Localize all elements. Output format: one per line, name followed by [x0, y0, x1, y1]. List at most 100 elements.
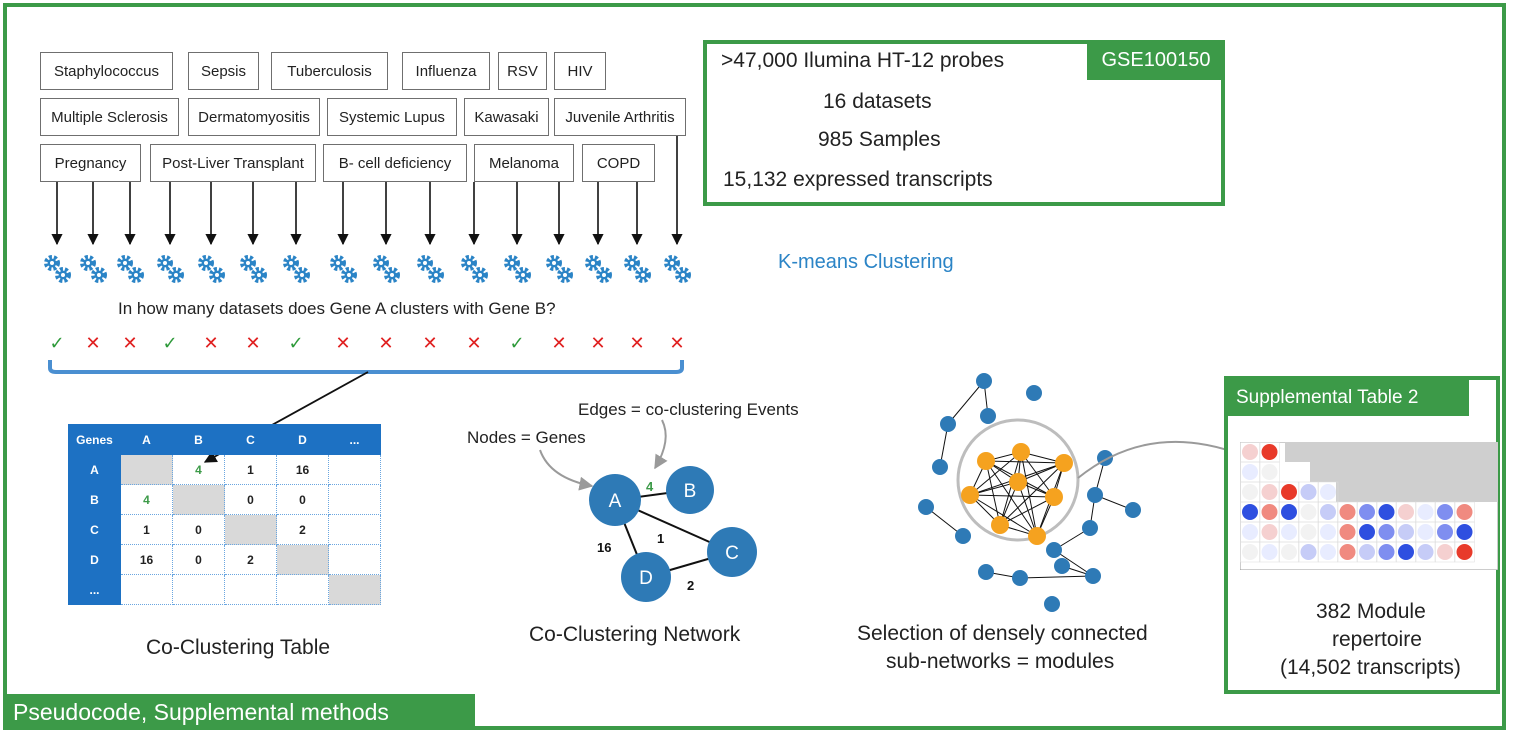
module-edge	[1020, 451, 1055, 498]
gene-node	[980, 408, 996, 424]
module-gene-node	[961, 486, 979, 504]
module-count: 382 Module	[1316, 600, 1426, 623]
heatmap-cell	[1320, 544, 1336, 560]
heatmap-cell	[1242, 504, 1258, 520]
disease-hiv: HIV	[554, 52, 606, 90]
table-cell	[276, 574, 329, 605]
svg-text:A: A	[609, 491, 622, 512]
edge-weight-ab: 4	[646, 479, 654, 494]
module-edge	[985, 460, 1001, 526]
table-cell	[224, 574, 277, 605]
node-b: B	[666, 466, 714, 514]
cross-icon: ✕	[335, 333, 350, 354]
heatmap-cell	[1359, 544, 1375, 560]
heatmap-cell	[1242, 544, 1258, 560]
node-c: C	[707, 527, 757, 577]
heatmap-cell	[1378, 504, 1395, 520]
network-caption: Co-Clustering Network	[529, 623, 741, 646]
heatmap-cell	[1300, 524, 1317, 540]
cross-icon: ✕	[629, 333, 644, 354]
table-cell: 16	[120, 544, 173, 575]
table-cell	[172, 574, 225, 605]
module-edge	[1020, 451, 1038, 537]
module-gene-node	[1055, 454, 1073, 472]
heatmap-cell	[1281, 544, 1297, 560]
module-gene-node	[977, 452, 995, 470]
heatmap-cell	[1320, 524, 1336, 540]
heatmap-cell	[1242, 464, 1258, 480]
table-cell: 0	[172, 514, 225, 545]
table-header-cell: D	[276, 424, 329, 455]
svg-text:C: C	[725, 543, 739, 564]
gene-node	[1085, 568, 1101, 584]
gene-node	[976, 373, 992, 389]
module-edge	[999, 496, 1055, 526]
module-repertoire-label: repertoire	[1332, 628, 1422, 651]
supplemental-table-box: Supplemental Table 2 382 Module repertoi…	[1224, 376, 1500, 694]
heatmap-cell	[1261, 504, 1278, 520]
cross-icon: ✕	[245, 333, 260, 354]
clustering-question: In how many datasets does Gene A cluster…	[118, 299, 556, 318]
table-cell: 0	[172, 544, 225, 575]
table-cell	[328, 454, 381, 485]
modules-caption-line2: sub-networks = modules	[886, 650, 1115, 673]
module-gene-node	[991, 516, 1009, 534]
disease-tuberculosis: Tuberculosis	[271, 52, 388, 90]
table-row-header: B	[68, 484, 121, 515]
gene-node	[940, 416, 956, 432]
gene-node	[932, 459, 948, 475]
nodes-pointer-arrow	[539, 449, 594, 491]
figure-frame	[3, 3, 1506, 730]
svg-text:B: B	[684, 481, 697, 502]
heatmap-cell	[1261, 464, 1278, 480]
check-icon: ✓	[509, 333, 524, 354]
table-cell	[120, 454, 173, 485]
disease-melanoma: Melanoma	[474, 144, 574, 182]
module-edge	[969, 451, 1022, 496]
heatmap-cell	[1456, 504, 1473, 520]
transcripts-count: 15,132 expressed transcripts	[723, 168, 993, 191]
heatmap-cell	[1320, 484, 1336, 500]
disease-kawasaki: Kawasaki	[464, 98, 549, 136]
heatmap-cell	[1437, 504, 1453, 520]
heatmap-cell	[1378, 524, 1395, 540]
gene-node	[1026, 385, 1042, 401]
disease-copd: COPD	[582, 144, 655, 182]
edge-weight-ac: 1	[657, 531, 664, 546]
edges-pointer-arrow	[654, 419, 668, 470]
heatmap-cell	[1437, 544, 1453, 560]
table-row-header: D	[68, 544, 121, 575]
heatmap-cell	[1281, 504, 1297, 520]
node-d: D	[621, 552, 671, 602]
dataset-stats-box: >47,000 Ilumina HT-12 probes 16 datasets…	[703, 40, 1225, 206]
edge-weight-ad: 16	[597, 540, 611, 555]
module-edge	[999, 462, 1065, 526]
heatmap-cell	[1261, 444, 1278, 460]
table-cell	[120, 574, 173, 605]
modules-caption-line1: Selection of densely connected	[857, 622, 1148, 645]
heatmap-cell	[1417, 524, 1434, 540]
heatmap-cell	[1261, 544, 1278, 560]
disease-systemic-lupus: Systemic Lupus	[327, 98, 457, 136]
module-edge	[1017, 481, 1038, 537]
samples-count: 985 Samples	[818, 128, 941, 151]
heatmap-cell	[1300, 544, 1317, 560]
cross-icon: ✕	[122, 333, 137, 354]
disease-post-liver-transplant: Post-Liver Transplant	[150, 144, 316, 182]
table-cell: 1	[120, 514, 173, 545]
disease-pregnancy: Pregnancy	[40, 144, 141, 182]
table-row-header: C	[68, 514, 121, 545]
heatmap-cell	[1359, 504, 1375, 520]
disease-sepsis: Sepsis	[188, 52, 259, 90]
table-caption: Co-Clustering Table	[146, 636, 331, 659]
module-gene-node	[1012, 443, 1030, 461]
gene-node	[955, 528, 971, 544]
heatmap-cell	[1437, 524, 1453, 540]
table-cell	[224, 514, 277, 545]
module-repertoire-heatmap	[1240, 442, 1498, 570]
probes-count: >47,000 Ilumina HT-12 probes	[721, 49, 1005, 72]
heatmap-cell	[1456, 524, 1473, 540]
gene-node	[1012, 570, 1028, 586]
heatmap-cell	[1456, 544, 1473, 560]
